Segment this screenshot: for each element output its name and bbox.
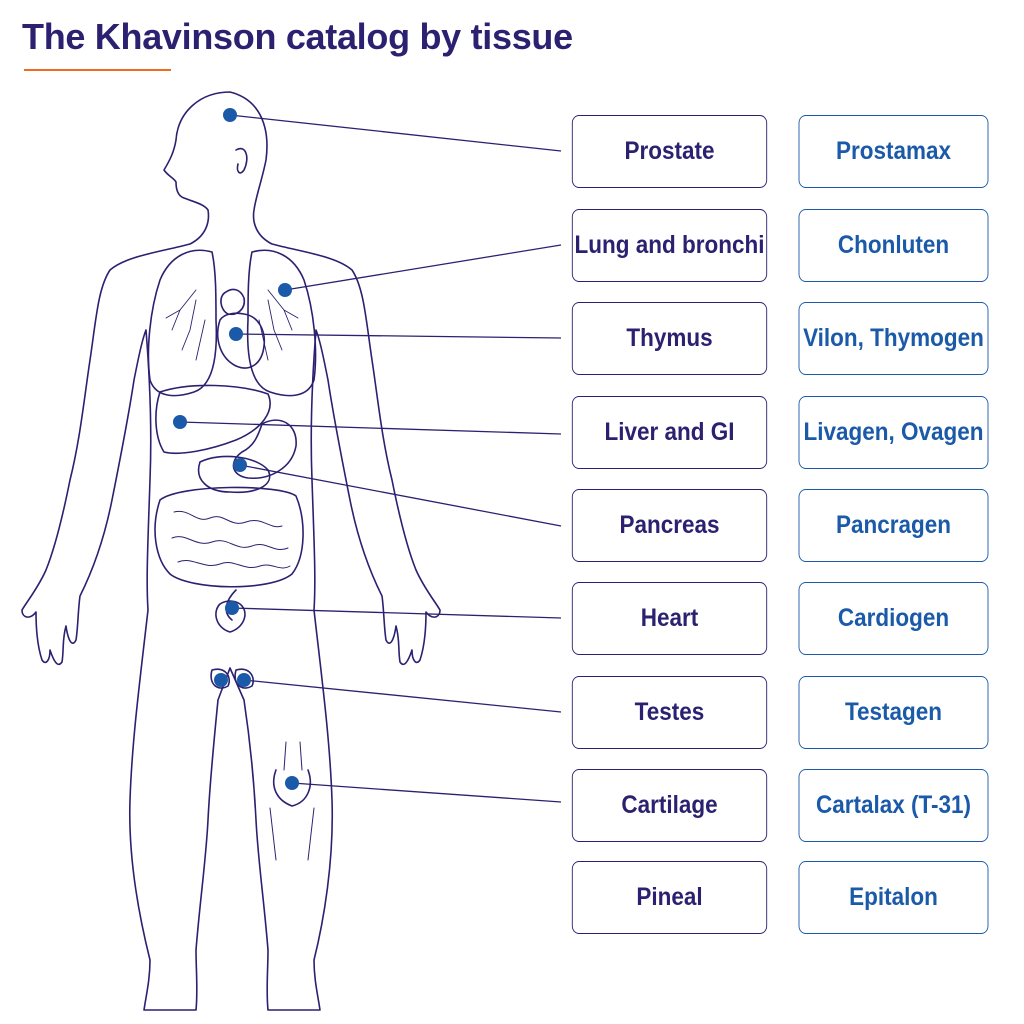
peptide-box-cardiogen: Cardiogen	[798, 582, 989, 655]
thymus-outline	[220, 288, 246, 316]
connector-line	[239, 464, 562, 527]
ear-outline	[235, 147, 248, 174]
body-outline	[21, 91, 441, 1011]
left-lung	[147, 249, 218, 397]
heart-outline	[216, 312, 266, 369]
connector-line	[235, 333, 562, 339]
testes-outline	[210, 668, 254, 689]
tissue-box-testes: Testes	[571, 676, 768, 749]
tissue-box-lung: Lung and bronchi	[571, 209, 768, 282]
peptide-box-prostamax: Prostamax	[798, 115, 989, 188]
page-title: The Khavinson catalog by tissue	[22, 16, 573, 57]
connector-line	[291, 782, 562, 803]
peptide-box-cartalax: Cartalax (T-31)	[798, 769, 989, 842]
tissue-box-thymus: Thymus	[571, 302, 768, 375]
peptide-box-vilon-thymogen: Vilon, Thymogen	[798, 302, 989, 375]
marker-dot	[173, 415, 187, 429]
connector-line	[231, 607, 562, 619]
marker-dot	[233, 458, 247, 472]
tissue-box-prostate: Prostate	[571, 115, 768, 188]
connector-line	[284, 244, 562, 291]
right-bronchi	[258, 289, 299, 361]
connector-lines	[179, 114, 562, 803]
tissue-box-liver-gi: Liver and GI	[571, 396, 768, 469]
peptide-box-epitalon: Epitalon	[798, 861, 989, 934]
marker-dots	[173, 108, 299, 790]
connector-line	[243, 679, 562, 713]
intestines-outline	[154, 486, 304, 588]
marker-dot	[285, 776, 299, 790]
peptide-box-chonluten: Chonluten	[798, 209, 989, 282]
title-underline	[24, 69, 171, 71]
peptide-box-livagen-ovagen: Livagen, Ovagen	[798, 396, 989, 469]
marker-dot	[278, 283, 292, 297]
stomach-outline	[232, 419, 297, 479]
left-bronchi	[165, 289, 206, 361]
liver-outline	[155, 384, 271, 455]
connector-line	[229, 114, 562, 152]
tissue-box-cartilage: Cartilage	[571, 769, 768, 842]
tissue-box-pineal: Pineal	[571, 861, 768, 934]
tissue-box-heart: Heart	[571, 582, 768, 655]
connector-line	[179, 421, 562, 435]
marker-dot	[214, 673, 228, 687]
marker-dot	[237, 673, 251, 687]
peptide-box-pancragen: Pancragen	[798, 489, 989, 562]
pancreas-outline	[197, 455, 271, 494]
marker-dot	[229, 327, 243, 341]
tissue-box-pancreas: Pancreas	[571, 489, 768, 562]
marker-dot	[225, 601, 239, 615]
peptide-box-testagen: Testagen	[798, 676, 989, 749]
prostate-outline	[215, 600, 246, 633]
marker-dot	[223, 108, 237, 122]
right-lung	[246, 249, 317, 397]
